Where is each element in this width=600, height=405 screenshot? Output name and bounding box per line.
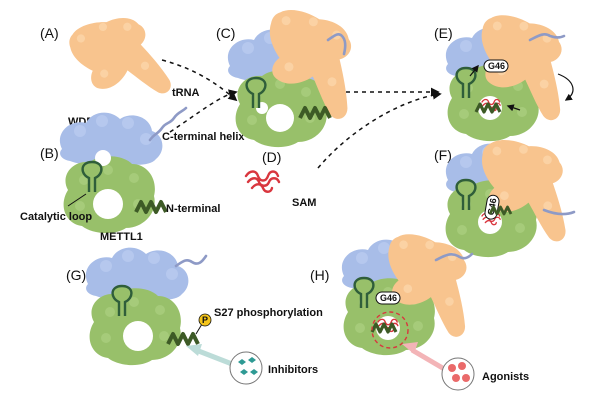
arrow-b-to-c bbox=[169, 89, 238, 133]
sam-label: SAM bbox=[292, 197, 316, 209]
c-terminal-helix-b bbox=[148, 106, 188, 142]
panel-label-b: (B) bbox=[40, 145, 59, 161]
catalytic-loop-label: Catalytic loop bbox=[20, 211, 92, 223]
complex-h: G46 bbox=[341, 231, 477, 356]
c-terminal-helix-h bbox=[434, 252, 474, 262]
pocket-b-1 bbox=[95, 150, 111, 166]
panel-label-d: (D) bbox=[262, 149, 281, 165]
c-terminal-helix-c bbox=[326, 33, 347, 56]
agonist-arrow-head bbox=[402, 342, 418, 354]
g46-label-e: G46 bbox=[488, 61, 505, 71]
panel-label-a: (A) bbox=[40, 25, 59, 41]
loop-arrow-e bbox=[469, 64, 479, 77]
s27-label: S27 phosphorylation bbox=[214, 307, 323, 319]
inhibitor-arrow-head bbox=[186, 344, 202, 356]
complex-c bbox=[227, 6, 363, 148]
g46-badge-h bbox=[375, 291, 401, 305]
inhibitor-arrow-shaft bbox=[195, 347, 233, 367]
g46-badge-e bbox=[483, 59, 509, 73]
panel-label-e: (E) bbox=[434, 25, 453, 41]
c-terminal-helix-f bbox=[542, 208, 576, 216]
c-terminal-helix-label: C-terminal helix bbox=[162, 131, 245, 143]
arrow-d-to-e bbox=[317, 90, 442, 169]
helix-motion-arrow bbox=[557, 73, 574, 101]
pocket-c-2 bbox=[266, 104, 294, 132]
agonist-arrow-shaft bbox=[410, 347, 448, 373]
agonist-molecules bbox=[441, 357, 475, 391]
panel-label-f: (F) bbox=[434, 147, 452, 163]
nterm-arrow-e bbox=[506, 104, 521, 112]
inhibitor-molecules bbox=[229, 351, 263, 385]
phosphate-label: P bbox=[202, 315, 208, 325]
complex-f: G46 bbox=[445, 138, 576, 258]
activation-site-highlight bbox=[371, 311, 409, 349]
trna-molecule-a bbox=[64, 4, 174, 119]
arrow-a-to-c bbox=[161, 59, 238, 102]
trna-label: tRNA bbox=[172, 87, 200, 99]
panel-label-g: (G) bbox=[66, 267, 86, 283]
c-terminal-helix-g bbox=[174, 254, 208, 268]
phospho-link bbox=[195, 323, 203, 335]
complex-b bbox=[59, 106, 188, 234]
panel-label-h: (H) bbox=[310, 267, 329, 283]
complex-g: P bbox=[85, 247, 212, 366]
inhibitors-label: Inhibitors bbox=[268, 364, 318, 376]
c-terminal-helix-e bbox=[528, 33, 566, 42]
pocket-b-2 bbox=[93, 189, 123, 219]
g46-label-h: G46 bbox=[380, 293, 397, 303]
catalytic-loop-pointer bbox=[67, 193, 87, 207]
panel-label-c: (C) bbox=[216, 25, 235, 41]
complex-e: G46 bbox=[445, 12, 574, 142]
mettl1-label: METTL1 bbox=[100, 231, 143, 243]
agonists-label: Agonists bbox=[482, 371, 529, 383]
pocket-g bbox=[123, 321, 153, 351]
n-terminal-label: N-terminal bbox=[166, 203, 220, 215]
sam-molecule bbox=[244, 170, 281, 193]
phosphate-badge bbox=[198, 313, 212, 327]
